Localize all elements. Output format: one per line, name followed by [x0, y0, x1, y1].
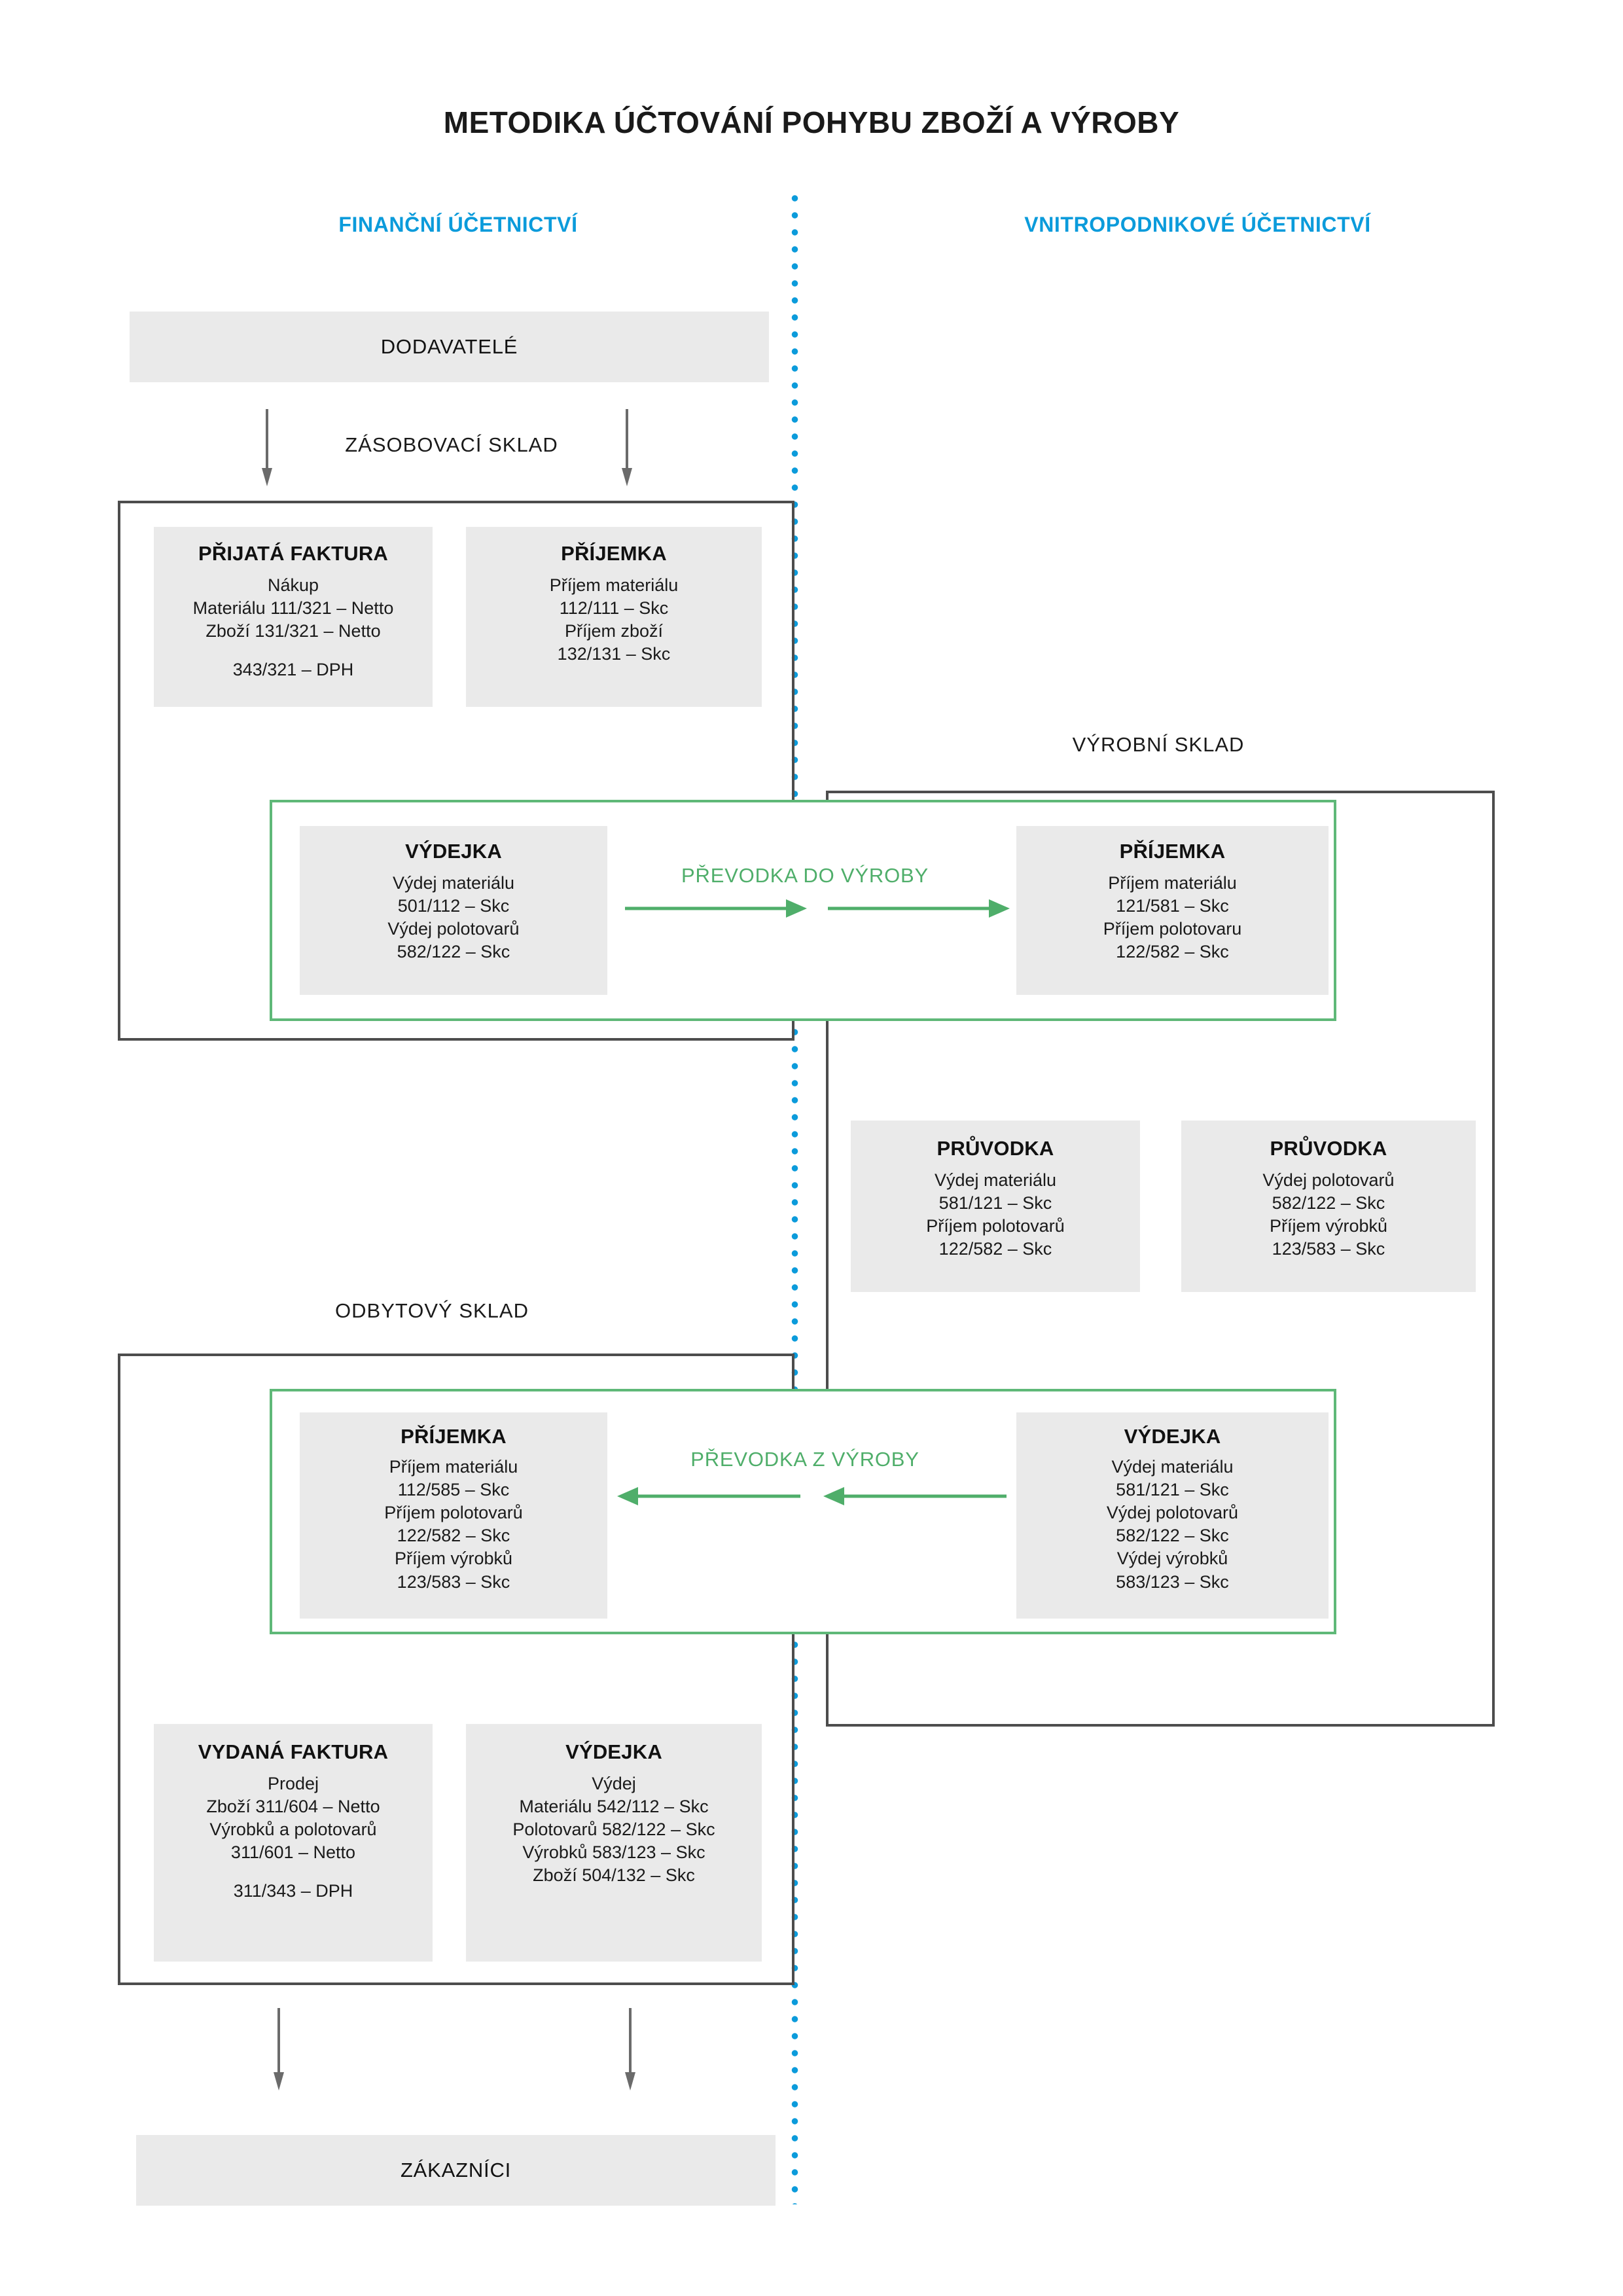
frame-sales-warehouse [118, 1354, 794, 1985]
arrow-delivery-to-customers [625, 2008, 635, 2090]
box-line: Příjem polotovarů [384, 1503, 523, 1523]
arrow-invoice-to-customers [274, 2008, 284, 2090]
box-vydana-faktura: VYDANÁ FAKTURA Prodej Zboží 311/604 – Ne… [154, 1724, 433, 1962]
arrow-suppliers-to-receipt [622, 409, 632, 486]
box-line: 112/585 – Skc [397, 1480, 510, 1500]
customers-banner: ZÁKAZNÍCI [136, 2135, 776, 2206]
column-heading-financial: FINANČNÍ ÚČETNICTVÍ [338, 213, 578, 236]
box-line: Zboží 131/321 – Netto [205, 621, 381, 641]
box-line: Příjem materiálu [389, 1457, 518, 1477]
box-line: Příjem polotovaru [1103, 919, 1242, 939]
box-line: 582/122 – Skc [1116, 1526, 1229, 1546]
box-line: Výdej polotovarů [1262, 1170, 1395, 1191]
box-vydejka-sales: VÝDEJKA Výdej Materiálu 542/112 – Skc Po… [466, 1724, 762, 1962]
box-line: 122/582 – Skc [1116, 942, 1229, 962]
frame-supply-warehouse [118, 501, 794, 1041]
arrow-to-production-left [625, 899, 807, 918]
column-heading-internal: VNITROPODNIKOVÉ ÚČETNICTVÍ [1024, 213, 1371, 236]
box-pruvodka-polotovary: PRŮVODKA Výdej polotovarů 582/122 – Skc … [1181, 1121, 1476, 1292]
box-vydejka-from-production: VÝDEJKA Výdej materiálu 581/121 – Skc Vý… [1016, 1412, 1329, 1619]
box-title: VÝDEJKA [565, 1740, 662, 1763]
box-line: 122/582 – Skc [397, 1526, 510, 1546]
box-pruvodka-material: PRŮVODKA Výdej materiálu 581/121 – Skc P… [851, 1121, 1140, 1292]
box-line: Materiálu 111/321 – Netto [192, 598, 394, 619]
box-line: Příjem materiálu [1108, 873, 1237, 893]
page-title: METODIKA ÚČTOVÁNÍ POHYBU ZBOŽÍ A VÝROBY [443, 105, 1180, 139]
box-line: 582/122 – Skc [397, 942, 510, 962]
box-line: 582/122 – Skc [1272, 1193, 1385, 1213]
box-title: VÝDEJKA [405, 840, 502, 863]
box-line: Polotovarů 582/122 – Skc [512, 1820, 715, 1840]
box-prijemka-supply: PŘÍJEMKA Příjem materiálu 112/111 – Skc … [466, 527, 762, 707]
box-prijemka-from-production: PŘÍJEMKA Příjem materiálu 112/585 – Skc … [300, 1412, 607, 1619]
box-line: Výrobků a polotovarů [209, 1820, 377, 1840]
suppliers-banner: DODAVATELÉ [130, 312, 769, 382]
box-title: PŘIJATÁ FAKTURA [198, 542, 389, 565]
box-title: VYDANÁ FAKTURA [198, 1740, 389, 1763]
box-line: Příjem polotovarů [926, 1216, 1065, 1236]
warehouse-label-production: VÝROBNÍ SKLAD [1072, 733, 1245, 756]
arrow-to-production-right [828, 899, 1010, 918]
box-line: 581/121 – Skc [1116, 1480, 1229, 1500]
arrow-from-production-right [823, 1487, 1007, 1505]
arrow-from-production-left [617, 1487, 800, 1505]
arrow-suppliers-to-invoice [262, 409, 272, 486]
box-line: 311/601 – Netto [230, 1842, 356, 1863]
box-line: Výdej materiálu [392, 873, 515, 893]
box-line: Příjem výrobků [394, 1549, 513, 1569]
box-title: VÝDEJKA [1124, 1425, 1221, 1448]
box-title: PRŮVODKA [936, 1137, 1054, 1160]
box-line: 343/321 – DPH [232, 660, 354, 680]
box-title: PŘÍJEMKA [1119, 840, 1226, 863]
box-line: 123/583 – Skc [397, 1571, 510, 1592]
box-line: Výdej polotovarů [1106, 1503, 1239, 1523]
box-title: PŘÍJEMKA [561, 542, 667, 565]
box-line: 132/131 – Skc [557, 644, 671, 664]
box-line: Zboží 311/604 – Netto [206, 1797, 380, 1817]
box-line: Prodej [267, 1774, 319, 1794]
box-title: PŘÍJEMKA [401, 1425, 507, 1448]
box-line: Příjem zboží [564, 621, 664, 641]
box-line: Výdej materiálu [1111, 1457, 1234, 1477]
warehouse-label-supply: ZÁSOBOVACÍ SKLAD [345, 433, 558, 456]
box-line: Výdej výrobků [1116, 1549, 1228, 1569]
transfer-label-from-production: PŘEVODKA Z VÝROBY [690, 1448, 919, 1471]
warehouse-label-sales: ODBYTOVÝ SKLAD [335, 1299, 529, 1322]
box-line: Nákup [267, 575, 319, 596]
box-prijata-faktura: PŘIJATÁ FAKTURA Nákup Materiálu 111/321 … [154, 527, 433, 707]
box-line: Zboží 504/132 – Skc [533, 1865, 695, 1886]
box-line: 581/121 – Skc [938, 1193, 1052, 1213]
box-line: 583/123 – Skc [1116, 1571, 1229, 1592]
box-line: Výdej [592, 1774, 636, 1794]
box-line: Výdej polotovarů [387, 919, 520, 939]
box-line: 112/111 – Skc [559, 598, 669, 619]
box-line: Materiálu 542/112 – Skc [519, 1797, 709, 1817]
box-line: Výdej materiálu [934, 1170, 1057, 1191]
box-title: PRŮVODKA [1270, 1137, 1387, 1160]
vertical-dotted-divider [791, 190, 798, 2204]
box-line: Příjem výrobků [1269, 1216, 1388, 1236]
box-line: 501/112 – Skc [397, 896, 510, 916]
box-line: 122/582 – Skc [938, 1239, 1052, 1259]
frame-production-warehouse [826, 791, 1495, 1727]
transfer-label-to-production: PŘEVODKA DO VÝROBY [681, 864, 929, 887]
box-line: 121/581 – Skc [1116, 896, 1229, 916]
box-line: Příjem materiálu [549, 575, 679, 596]
box-line: 311/343 – DPH [233, 1881, 353, 1901]
box-vydejka-to-production: VÝDEJKA Výdej materiálu 501/112 – Skc Vý… [300, 826, 607, 995]
box-line: 123/583 – Skc [1272, 1239, 1385, 1259]
box-prijemka-to-production: PŘÍJEMKA Příjem materiálu 121/581 – Skc … [1016, 826, 1329, 995]
box-line: Výrobků 583/123 – Skc [522, 1842, 705, 1863]
